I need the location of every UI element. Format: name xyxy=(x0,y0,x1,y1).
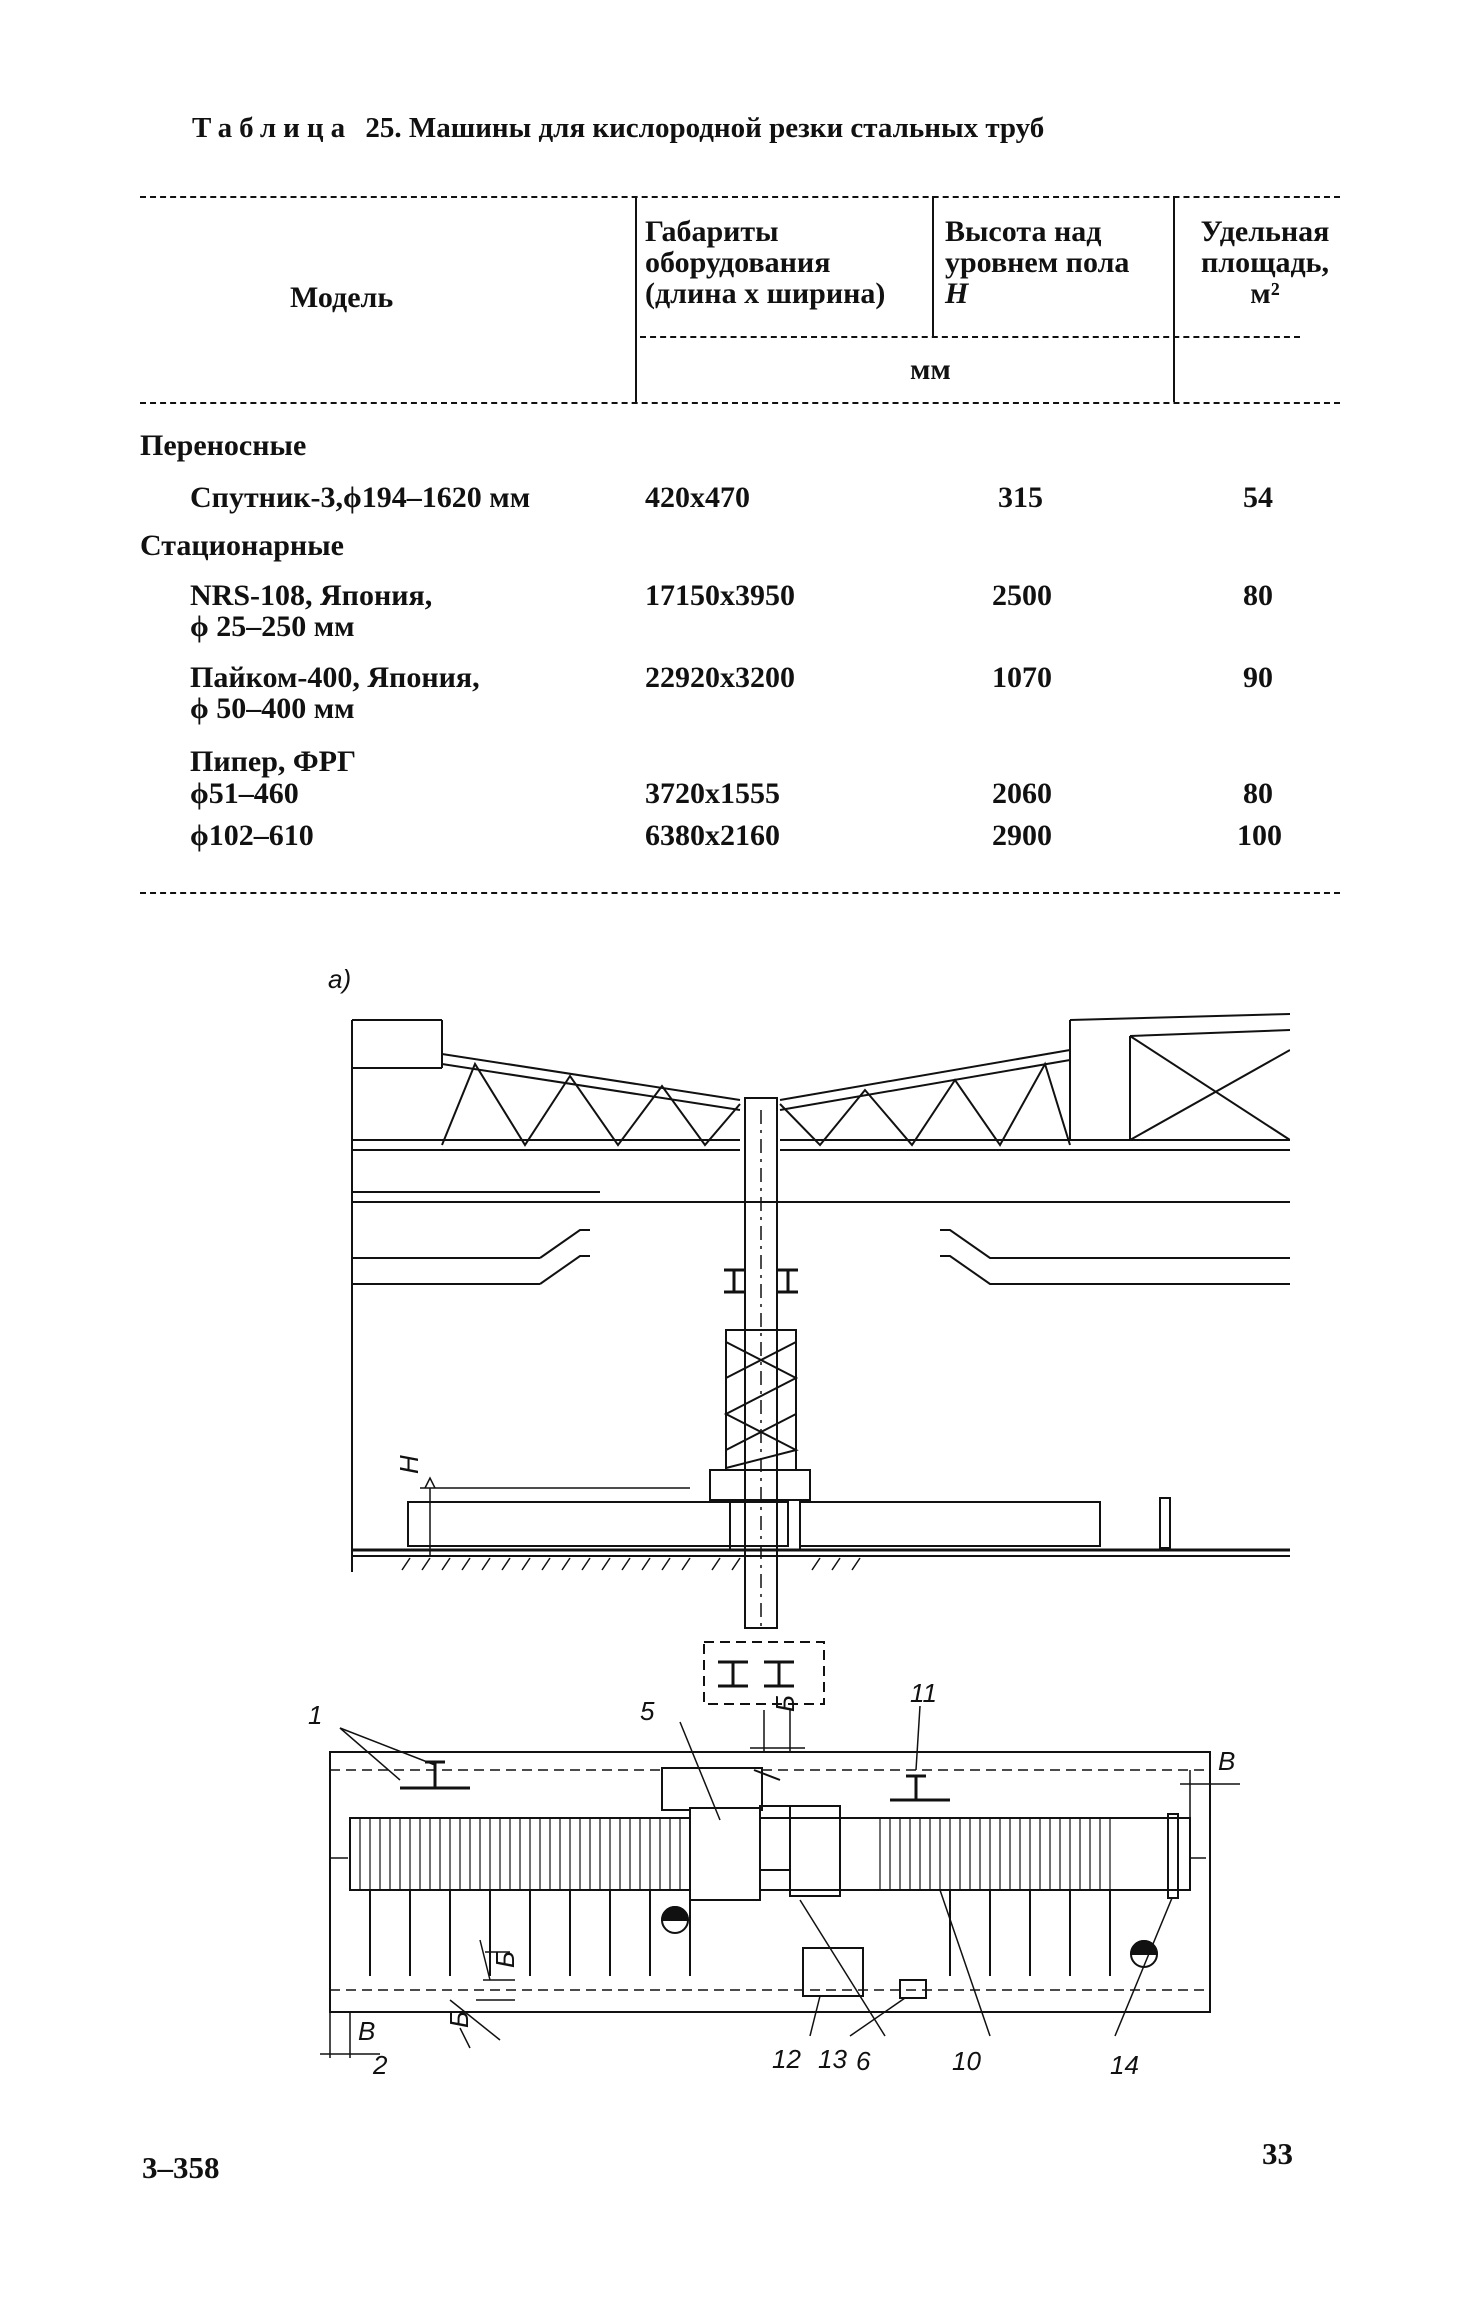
row-model: Спутник-3,ϕ194–1620 мм xyxy=(190,481,531,514)
row-model: Пипер, ФРГ xyxy=(190,745,357,778)
header-model: Модель xyxy=(290,281,394,314)
row-area: 80 xyxy=(1243,579,1273,612)
col-divider-3 xyxy=(1173,196,1175,402)
table-subheader-rule xyxy=(640,336,1300,338)
row-dim: 22920x3200 xyxy=(645,661,795,694)
plan-view xyxy=(329,1641,1211,2013)
page-title: Таблица 25. Машины для кислородной резки… xyxy=(192,112,1044,145)
callout-6: 6 xyxy=(856,2046,871,2075)
row-dim: 420x470 xyxy=(645,481,750,514)
callout-1: 1 xyxy=(308,1700,322,1730)
row-area: 90 xyxy=(1243,661,1273,694)
group-portable: Переносные xyxy=(140,429,307,462)
callout-10: 10 xyxy=(952,2046,981,2075)
group-stationary: Стационарные xyxy=(140,529,344,562)
callout-14: 14 xyxy=(1110,2050,1139,2075)
header-area: Удельная площадь, м² xyxy=(1200,215,1330,310)
col-divider-1 xyxy=(635,196,637,402)
machine-layout-figure: a) xyxy=(308,964,1290,2075)
row-model: Пайком-400, Япония, ϕ 50–400 мм xyxy=(190,661,480,725)
row-dim: 6380x2160 xyxy=(645,819,780,852)
header-unit: мм xyxy=(910,353,951,386)
cutting-table: H xyxy=(352,1455,1290,1571)
footer-code: 3–358 xyxy=(142,2150,220,2185)
header-dimensions: Габариты оборудования (длина x ширина) xyxy=(645,215,886,310)
dim-h-label: H xyxy=(394,1455,424,1474)
row-model: NRS-108, Япония, ϕ 25–250 мм xyxy=(190,579,433,643)
table-top-rule xyxy=(140,196,1340,198)
figure-label-a: a) xyxy=(328,964,351,994)
callout-5: 5 xyxy=(640,1696,655,1726)
title-text: 25. Машины для кислородной резки стальны… xyxy=(365,112,1045,144)
dim-v-label: В xyxy=(1218,1746,1235,1776)
dim-b-label: Б xyxy=(490,1951,520,1968)
dim-b-label: Б xyxy=(770,1695,800,1712)
row-height: 2060 xyxy=(992,777,1052,810)
row-height: 2900 xyxy=(992,819,1052,852)
row-model: ϕ102–610 xyxy=(190,819,314,852)
page-number: 33 xyxy=(1262,2136,1293,2171)
row-height: 2500 xyxy=(992,579,1052,612)
callout-11: 11 xyxy=(910,1678,937,1708)
row-dim: 17150x3950 xyxy=(645,579,795,612)
row-model: ϕ51–460 xyxy=(190,777,299,810)
col-divider-2 xyxy=(932,196,934,336)
dim-v-label: В xyxy=(358,2016,375,2046)
callout-2: 2 xyxy=(372,2050,388,2075)
row-height: 1070 xyxy=(992,661,1052,694)
dim-b-label: Б xyxy=(444,2011,474,2028)
plan-dimensions xyxy=(320,1705,1240,2058)
table-bottom-rule xyxy=(140,892,1340,894)
table-header-rule xyxy=(140,402,1340,404)
callout-12: 12 xyxy=(772,2044,801,2074)
callout-13: 13 xyxy=(818,2044,847,2074)
plan-labels: 1 5 11 2 12 13 6 10 14 Б Б Б В В xyxy=(308,1678,1235,2075)
gantry-column xyxy=(709,1097,811,1630)
row-dim: 3720x1555 xyxy=(645,777,780,810)
row-area: 80 xyxy=(1243,777,1273,810)
row-area: 100 xyxy=(1237,819,1282,852)
header-height: Высота над уровнем пола H xyxy=(945,215,1130,310)
truss-roof xyxy=(351,1013,1290,1572)
row-height: 315 xyxy=(998,481,1043,514)
row-area: 54 xyxy=(1243,481,1273,514)
title-label: Таблица xyxy=(192,112,353,144)
